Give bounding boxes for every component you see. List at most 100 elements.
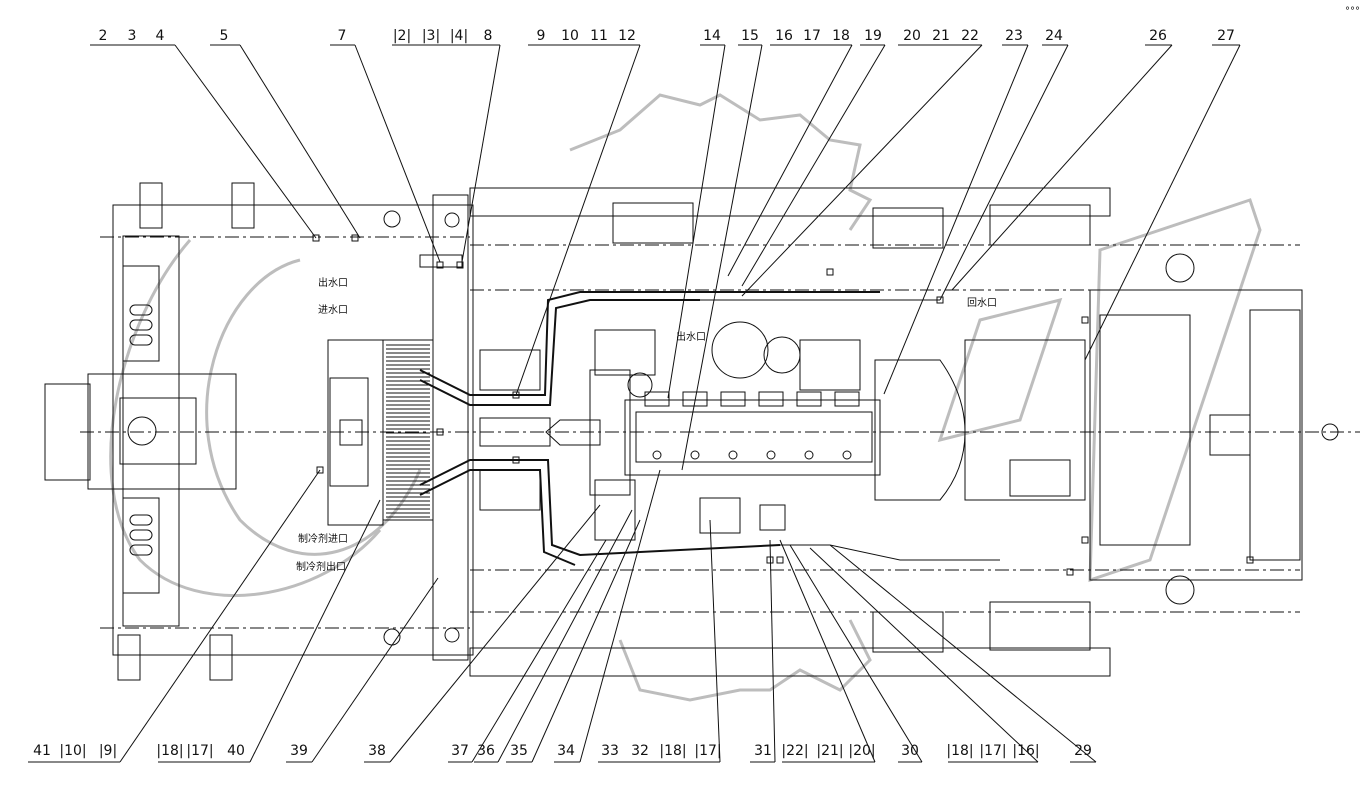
leader-line bbox=[311, 577, 439, 763]
fastener-mark bbox=[512, 391, 520, 399]
callout-label: 8 bbox=[484, 28, 493, 44]
corner-mark: °°° bbox=[1345, 6, 1360, 17]
leader-line bbox=[727, 44, 853, 277]
leader-line bbox=[681, 44, 763, 471]
leader-line bbox=[531, 519, 641, 763]
callout-label: 38 bbox=[368, 743, 386, 759]
generator bbox=[874, 339, 1086, 501]
fastener-mark bbox=[456, 261, 464, 269]
callout-label: 3 bbox=[128, 28, 137, 44]
leader-line bbox=[471, 539, 607, 763]
callout-label: |10| bbox=[59, 743, 86, 759]
callout-label: 32 bbox=[631, 743, 649, 759]
cross-member bbox=[432, 194, 469, 661]
callout-label: 2 bbox=[99, 28, 108, 44]
leader-line bbox=[951, 44, 1173, 291]
callout-label: 27 bbox=[1217, 28, 1235, 44]
callout-label: 7 bbox=[338, 28, 347, 44]
label-water-in: 进水口 bbox=[318, 304, 348, 316]
callout-label: 20 bbox=[903, 28, 921, 44]
slot-set-upper bbox=[129, 304, 153, 346]
fastener-mark bbox=[1081, 536, 1089, 544]
leader-line bbox=[497, 509, 633, 763]
callout-label: 31 bbox=[754, 743, 772, 759]
callout-label: 15 bbox=[741, 28, 759, 44]
front-frame bbox=[44, 182, 1360, 681]
fastener-mark bbox=[1246, 556, 1254, 564]
engine bbox=[479, 321, 881, 541]
pipes bbox=[419, 291, 1000, 566]
leader-line bbox=[741, 44, 983, 297]
label-refrigerant-in: 制冷剂进口 bbox=[298, 532, 348, 545]
callout-label: |20| bbox=[848, 743, 875, 759]
callout-label: 40 bbox=[227, 743, 245, 759]
callout-label: |9| bbox=[99, 743, 117, 759]
fastener-mark bbox=[1066, 568, 1074, 576]
leader-line bbox=[579, 469, 661, 763]
label-engine-water-out: 出水口 bbox=[676, 330, 706, 343]
leader-line bbox=[667, 44, 726, 399]
callout-label: 21 bbox=[932, 28, 950, 44]
leader-line bbox=[883, 44, 1029, 395]
leader-line bbox=[789, 544, 923, 763]
callout-label: 14 bbox=[703, 28, 721, 44]
label-return-water: 回水口 bbox=[967, 297, 997, 309]
label-water-out: 出水口 bbox=[318, 276, 348, 289]
leader-line bbox=[515, 44, 641, 396]
leader-line bbox=[1084, 44, 1241, 361]
callout-label: |17| bbox=[979, 743, 1006, 759]
leader-line bbox=[354, 44, 441, 263]
slot-set-lower bbox=[129, 514, 153, 556]
callout-label: |22| bbox=[781, 743, 808, 759]
callout-label: 11 bbox=[590, 28, 608, 44]
leader-line bbox=[741, 44, 886, 287]
callout-label: 9 bbox=[537, 28, 546, 44]
callout-label: |3| bbox=[422, 28, 440, 44]
leader-line bbox=[389, 504, 601, 763]
callout-label: 5 bbox=[220, 28, 229, 44]
callout-label: |17| bbox=[694, 743, 721, 759]
leader-line bbox=[709, 519, 721, 763]
fastener-mark bbox=[512, 456, 520, 464]
callout-label: 4 bbox=[156, 28, 165, 44]
leader-line bbox=[461, 44, 501, 263]
leader-line bbox=[239, 44, 361, 239]
callout-label: 26 bbox=[1149, 28, 1167, 44]
callout-label: 39 bbox=[290, 743, 308, 759]
callout-label: 10 bbox=[561, 28, 579, 44]
leader-line bbox=[829, 544, 1097, 763]
callout-label: 30 bbox=[901, 743, 919, 759]
callout-label: |17| bbox=[186, 743, 213, 759]
callout-label: 18 bbox=[832, 28, 850, 44]
fastener-mark bbox=[436, 428, 444, 436]
leader-line bbox=[779, 539, 876, 763]
callout-label: 36 bbox=[477, 743, 495, 759]
callout-label: |2| bbox=[393, 28, 411, 44]
callout-label: 22 bbox=[961, 28, 979, 44]
callout-label: 34 bbox=[557, 743, 575, 759]
fastener-mark bbox=[1081, 316, 1089, 324]
callout-label: 17 bbox=[803, 28, 821, 44]
leader-line bbox=[809, 547, 1039, 763]
fastener-mark bbox=[776, 556, 784, 564]
callout-label: 37 bbox=[451, 743, 469, 759]
callout-label: 33 bbox=[601, 743, 619, 759]
fastener-mark bbox=[826, 268, 834, 276]
main-frame bbox=[469, 187, 1339, 677]
label-refrigerant-out: 制冷剂出口 bbox=[296, 560, 346, 573]
callout-label: |18| bbox=[659, 743, 686, 759]
callout-label: 41 bbox=[33, 743, 51, 759]
leader-line bbox=[119, 469, 321, 763]
callout-label: |21| bbox=[816, 743, 843, 759]
fastener-mark bbox=[312, 234, 320, 242]
fastener-mark bbox=[351, 234, 359, 242]
leader-line bbox=[769, 539, 776, 763]
watermark-logo bbox=[109, 93, 1262, 702]
callout-label: 16 bbox=[775, 28, 793, 44]
leader-line bbox=[249, 499, 381, 763]
fastener-mark bbox=[936, 296, 944, 304]
leader-line bbox=[939, 44, 1069, 301]
